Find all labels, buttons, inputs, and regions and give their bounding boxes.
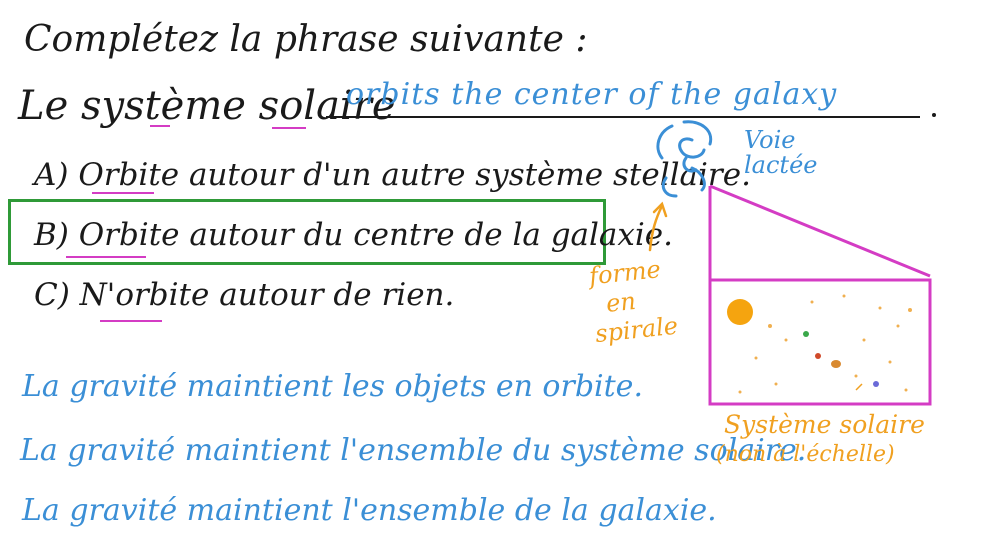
- zoom-outline: [708, 184, 932, 406]
- solar-system-label: Système solaire: [724, 410, 925, 439]
- note-gravity-orbits: La gravité maintient les objets en orbit…: [22, 369, 643, 404]
- note-gravity-solar-system: La gravité maintient l'ensemble du systè…: [20, 433, 807, 468]
- selected-choice-box: [8, 199, 606, 265]
- planet-icon: [815, 353, 821, 359]
- spiral-shape-label: forme en spirale: [588, 254, 680, 349]
- answer-period: [932, 113, 936, 117]
- sentence-underline-accent: [150, 125, 170, 127]
- instruction-title: Complétez la phrase suivante :: [24, 19, 588, 60]
- arrow-to-galaxy: [648, 201, 668, 252]
- sentence-start: Le système solaire: [18, 83, 396, 129]
- answer-blank-line: [326, 116, 920, 118]
- sentence-underline-accent-2: [272, 127, 306, 129]
- planet-icon: [803, 331, 809, 337]
- choice-a[interactable]: A) Orbite autour d'un autre système stel…: [34, 157, 751, 193]
- answer-text: orbits the center of the galaxy: [346, 77, 838, 112]
- choice-c[interactable]: C) N'orbite autour de rien.: [34, 277, 455, 313]
- sun-icon: [727, 299, 753, 325]
- choice-a-underline: [92, 192, 154, 194]
- planet-icon: [831, 360, 841, 368]
- galaxy-solar-system-diagram: [648, 120, 932, 406]
- planet-icon: [873, 381, 879, 387]
- spiral-galaxy-icon: [656, 120, 713, 198]
- solar-system-bodies: [727, 294, 912, 394]
- choice-b-underline: [66, 256, 146, 258]
- galaxy-label-line2: lactée: [744, 151, 818, 180]
- galaxy-label-line1: Voie: [744, 126, 796, 154]
- scale-label: (non à l'échelle): [716, 442, 895, 467]
- choice-c-underline: [100, 320, 162, 322]
- choice-b[interactable]: B) Orbite autour du centre de la galaxie…: [34, 217, 674, 253]
- note-gravity-galaxy: La gravité maintient l'ensemble de la ga…: [22, 493, 717, 528]
- galaxy-label: Voie lactée: [744, 126, 818, 180]
